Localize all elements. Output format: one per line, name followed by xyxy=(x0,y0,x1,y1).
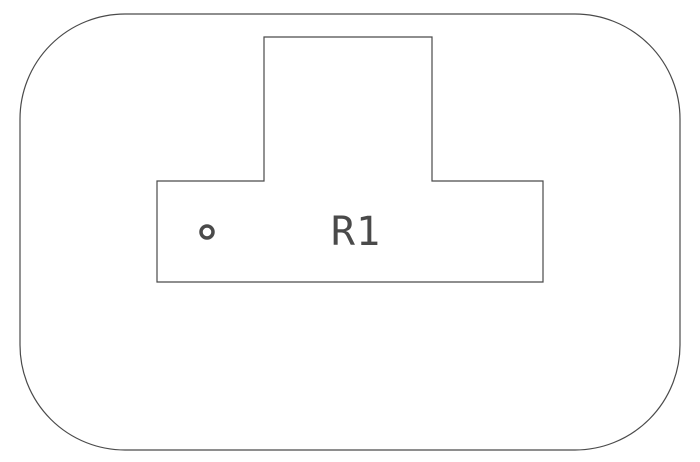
component-body-outline xyxy=(156,36,544,283)
board-outline xyxy=(19,13,681,451)
pin1-marker-icon xyxy=(199,224,215,240)
reference-designator: R1 xyxy=(331,209,381,255)
